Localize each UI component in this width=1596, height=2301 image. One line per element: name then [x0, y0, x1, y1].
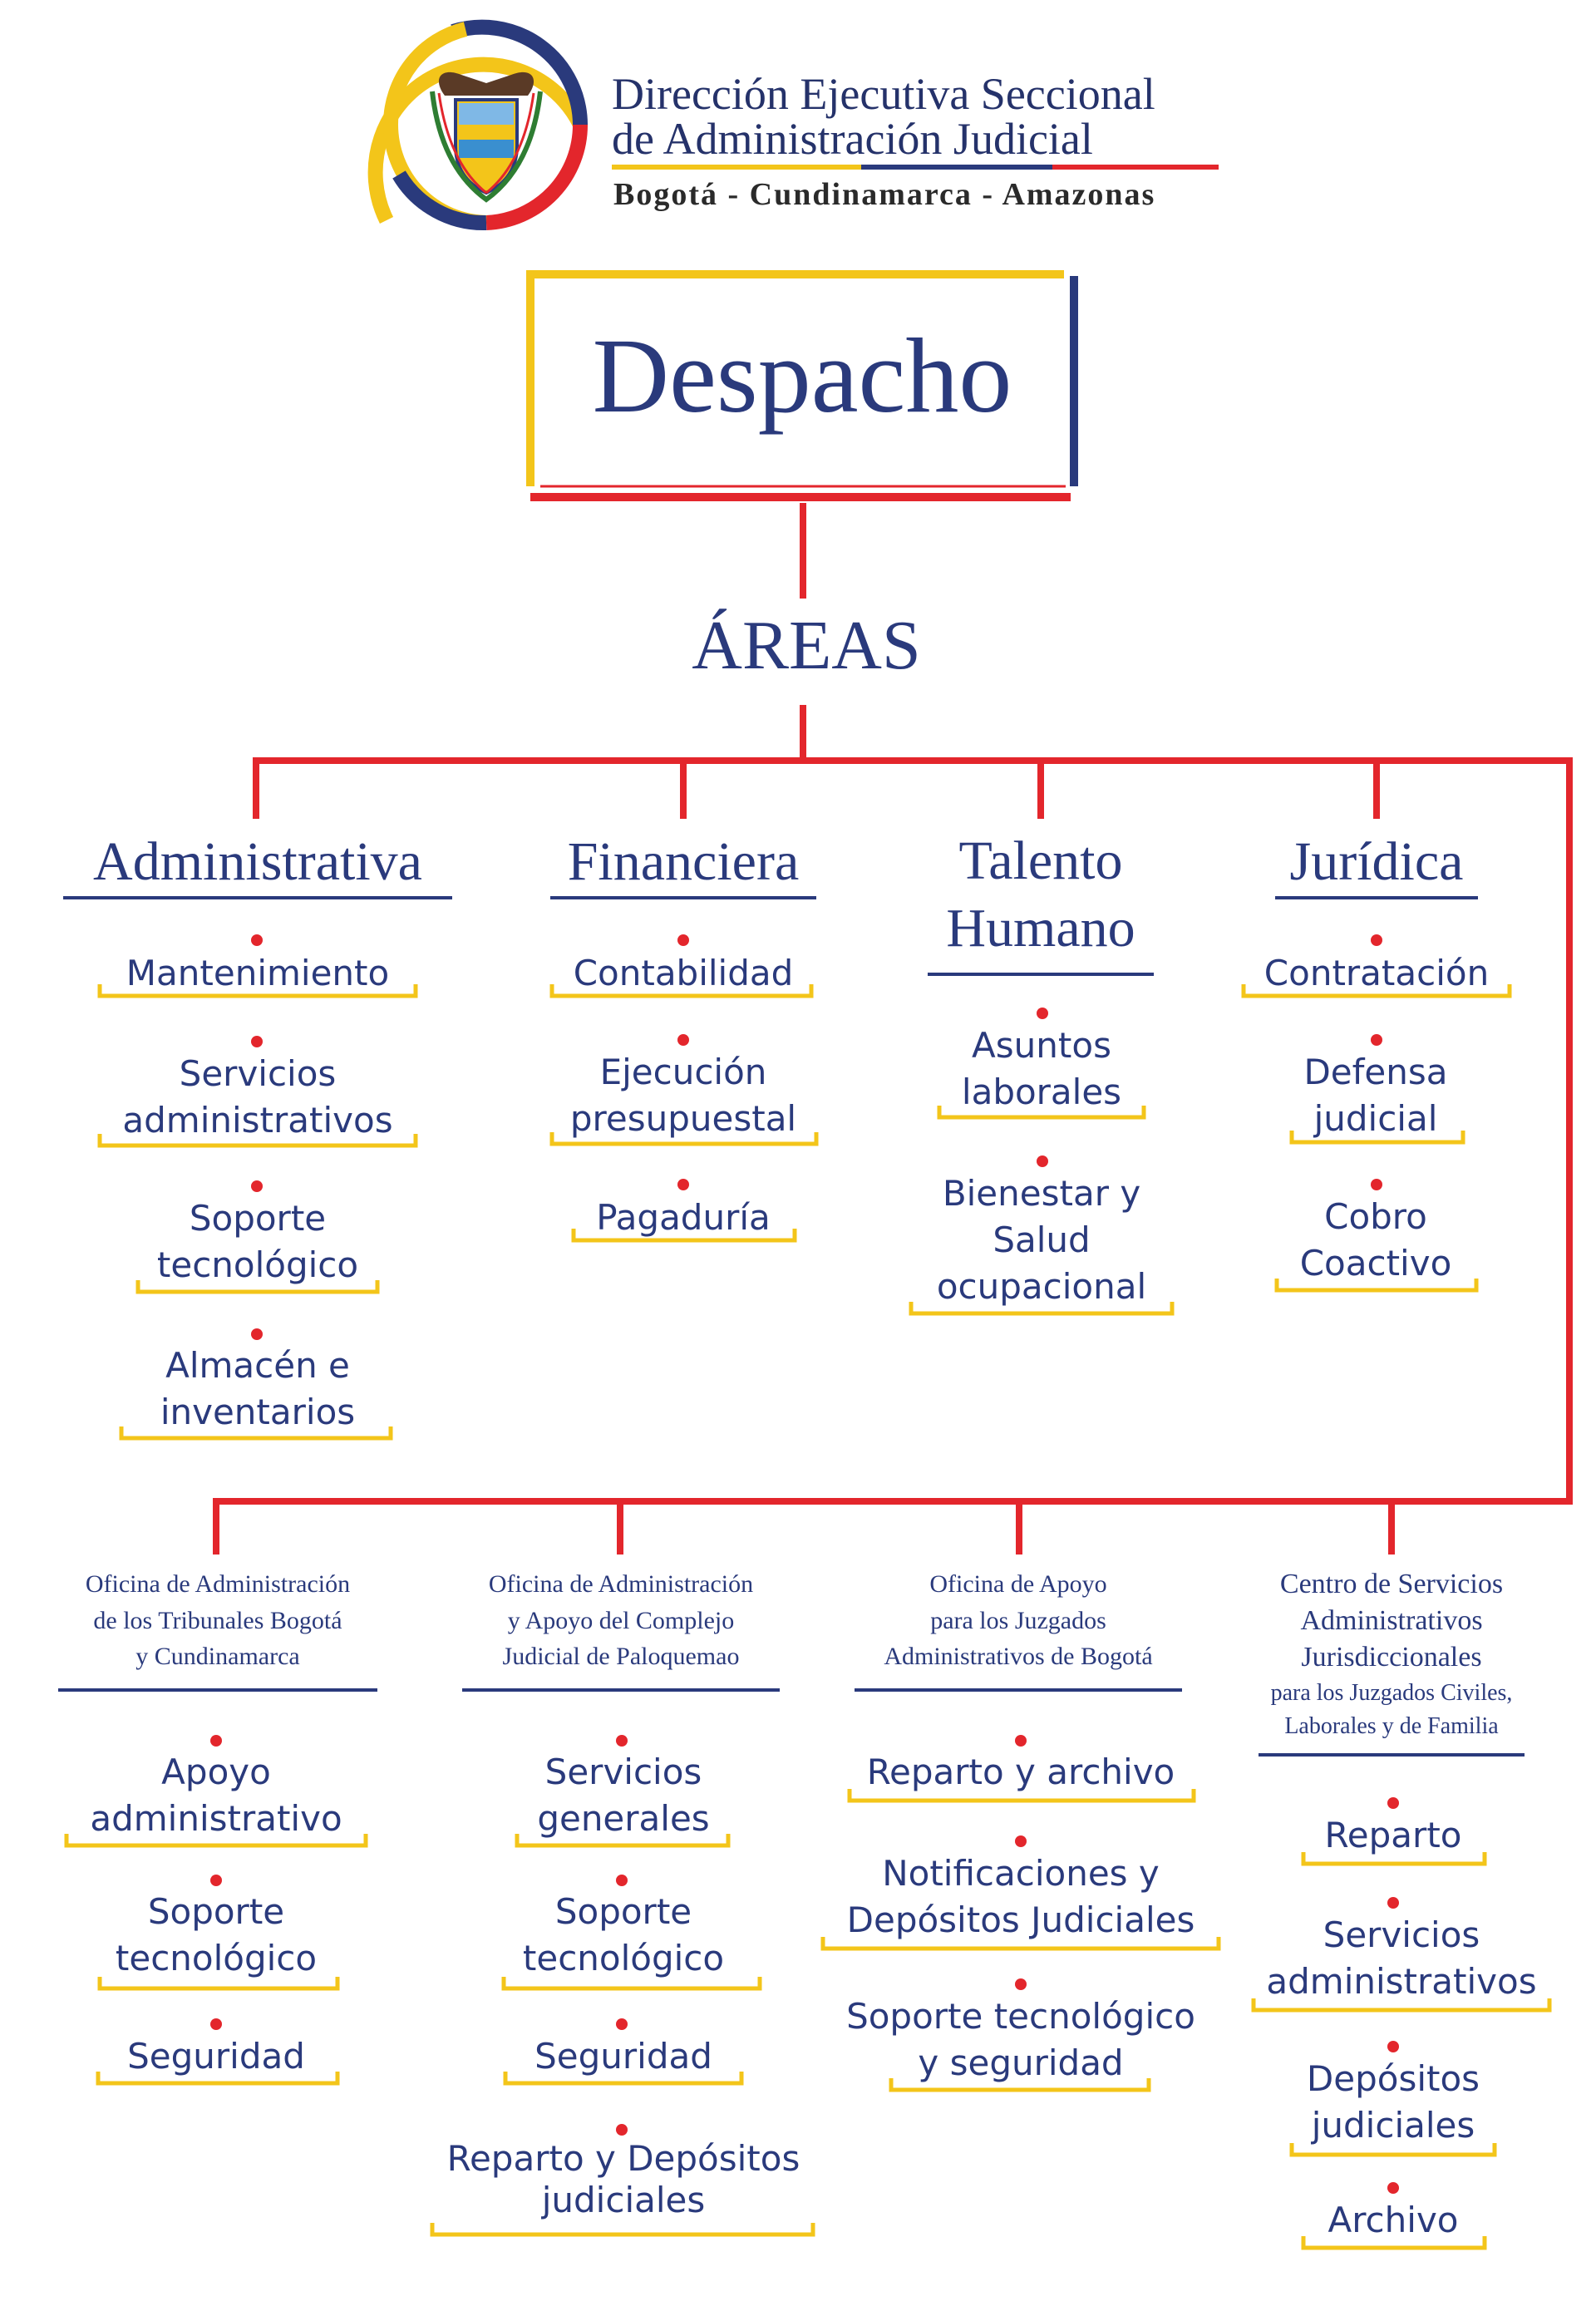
area-administrativa-heading: Administrativa	[93, 831, 422, 892]
red-connectors	[213, 503, 1573, 1555]
item-reparto: Reparto	[1324, 1815, 1462, 1855]
item-soporte-tecnologico-1: Soporte tecnológico	[115, 1891, 318, 1978]
logo-ring-blue	[451, 19, 588, 126]
item-apoyo-administrativo: Apoyo administrativo	[90, 1752, 342, 1839]
bullet-dot	[1037, 1155, 1048, 1167]
office-juzgados-administrativos-heading: Oficina de Apoyo para los Juzgados Admin…	[841, 1566, 1195, 1675]
item-seguridad-2: Seguridad	[534, 2036, 712, 2077]
office-centro-line: Laborales y de Familia	[1284, 1713, 1499, 1740]
area-juridica-heading: Jurídica	[1289, 831, 1464, 892]
bullet-dot	[616, 1735, 628, 1747]
despacho-frame	[526, 270, 1078, 501]
header-title-line2: de Administración Judicial	[612, 114, 1093, 164]
bullet-dot	[1387, 2182, 1399, 2194]
bullet-dot	[677, 934, 689, 946]
bullet-dot	[251, 1180, 263, 1192]
office-centro-line: Centro de Servicios	[1279, 1569, 1504, 1599]
bullet-dot	[616, 2124, 628, 2136]
area-financiera-heading: Financiera	[567, 831, 800, 892]
office-centro-line: para los Juzgados Civiles,	[1270, 1679, 1513, 1706]
bullet-dot	[251, 1036, 263, 1047]
item-reparto-depositos-judiciales: Reparto y Depósitos judiciales	[446, 2138, 800, 2221]
item-pagaduria: Pagaduría	[596, 1197, 771, 1238]
bullet-dot	[1371, 1179, 1382, 1190]
office-tribunales-line: de los Tribunales Bogotá	[93, 1606, 342, 1634]
office-paloquemao-line: y Apoyo del Complejo	[507, 1606, 735, 1634]
bullet-dot	[1387, 1897, 1399, 1909]
bullet-dot	[1371, 1034, 1382, 1046]
bullet-dot	[251, 934, 263, 946]
blue-underlines	[58, 896, 1525, 1757]
item-bienestar-salud: Bienestar y Salud ocupacional	[936, 1173, 1147, 1307]
item-archivo: Archivo	[1328, 2200, 1459, 2240]
bullet-dot	[251, 1328, 263, 1340]
area-talento-humano-heading: Talento Humano	[946, 830, 1135, 958]
item-servicios-administrativos-2: Servicios administrativos	[1266, 1914, 1537, 2002]
item-soporte-tecnologico-2: Soporte tecnológico	[522, 1891, 725, 1978]
office-juzgados-line: Oficina de Apoyo	[929, 1570, 1107, 1598]
bullet-dot	[210, 1875, 222, 1886]
office-tribunales-heading: Oficina de Administración de los Tribuna…	[42, 1566, 394, 1675]
areas-label: ÁREAS	[692, 607, 921, 684]
item-soporte-tecnologico: Soporte tecnológico	[156, 1198, 359, 1285]
item-cobro-coactivo: Cobro Coactivo	[1299, 1196, 1452, 1284]
logo-ring-yellow	[367, 57, 588, 224]
office-paloquemao-line: Judicial de Paloquemao	[502, 1643, 740, 1670]
bullet-dot	[1037, 1008, 1048, 1019]
bullet-dot	[1015, 1978, 1027, 1990]
bullet-dot	[1015, 1735, 1027, 1747]
bullet-dot	[616, 1875, 628, 1886]
office-juzgados-line: Administrativos de Bogotá	[884, 1643, 1153, 1670]
office-juzgados-line: para los Juzgados	[930, 1606, 1106, 1634]
office-paloquemao-heading: Oficina de Administración y Apoyo del Co…	[446, 1566, 796, 1675]
header-subtitle: Bogotá - Cundinamarca - Amazonas	[613, 177, 1156, 212]
header-title-line1: Dirección Ejecutiva Seccional	[612, 69, 1155, 119]
coat-of-arms-icon	[430, 71, 543, 203]
office-paloquemao-line: Oficina de Administración	[488, 1570, 754, 1598]
logo-ring-red	[485, 124, 589, 230]
bullet-dot	[616, 2018, 628, 2030]
item-seguridad-1: Seguridad	[127, 2036, 305, 2077]
office-centro-line: Administrativos	[1300, 1605, 1483, 1637]
header-tricolor-bar	[612, 165, 1219, 170]
item-notificaciones-depositos: Notificaciones y Depósitos Judiciales	[846, 1853, 1195, 1940]
bullet-dot	[677, 1034, 689, 1046]
bullet-dot	[1387, 1797, 1399, 1809]
item-contratacion: Contratación	[1264, 953, 1490, 993]
bullet-dot	[210, 1735, 222, 1747]
item-asuntos-laborales: Asuntos laborales	[961, 1025, 1122, 1112]
item-soporte-tecnologico-seguridad: Soporte tecnológico y seguridad	[846, 1996, 1195, 2083]
item-ejecucion-presupuestal: Ejecución presupuestal	[569, 1052, 797, 1139]
bullet-dot	[677, 1179, 689, 1190]
item-almacen-inventarios: Almacén e inventarios	[160, 1345, 356, 1432]
item-servicios-generales: Servicios generales	[537, 1752, 710, 1839]
office-tribunales-line: y Cundinamarca	[135, 1643, 300, 1670]
logo	[367, 19, 589, 231]
yellow-brackets	[64, 984, 1552, 2250]
office-tribunales-line: Oficina de Administración	[85, 1570, 351, 1598]
office-centro-line: Jurisdiccionales	[1301, 1642, 1482, 1673]
office-centro-servicios-heading: Centro de Servicios Administrativos Juri…	[1242, 1566, 1541, 1744]
bullet-dot	[1371, 934, 1382, 946]
bullet-dot	[1015, 1835, 1027, 1847]
bullet-dot	[1387, 2041, 1399, 2052]
despacho-title: Despacho	[592, 317, 1012, 435]
item-depositos-judiciales: Depósitos judiciales	[1306, 2058, 1480, 2146]
item-contabilidad: Contabilidad	[573, 953, 794, 993]
logo-ring-blue-bottom	[392, 170, 487, 231]
item-reparto-archivo: Reparto y archivo	[866, 1752, 1175, 1792]
item-mantenimiento: Mantenimiento	[126, 953, 390, 993]
item-defensa-judicial: Defensa judicial	[1303, 1052, 1448, 1139]
item-servicios-administrativos: Servicios administrativos	[122, 1053, 393, 1141]
bullet-dot	[210, 2018, 222, 2030]
